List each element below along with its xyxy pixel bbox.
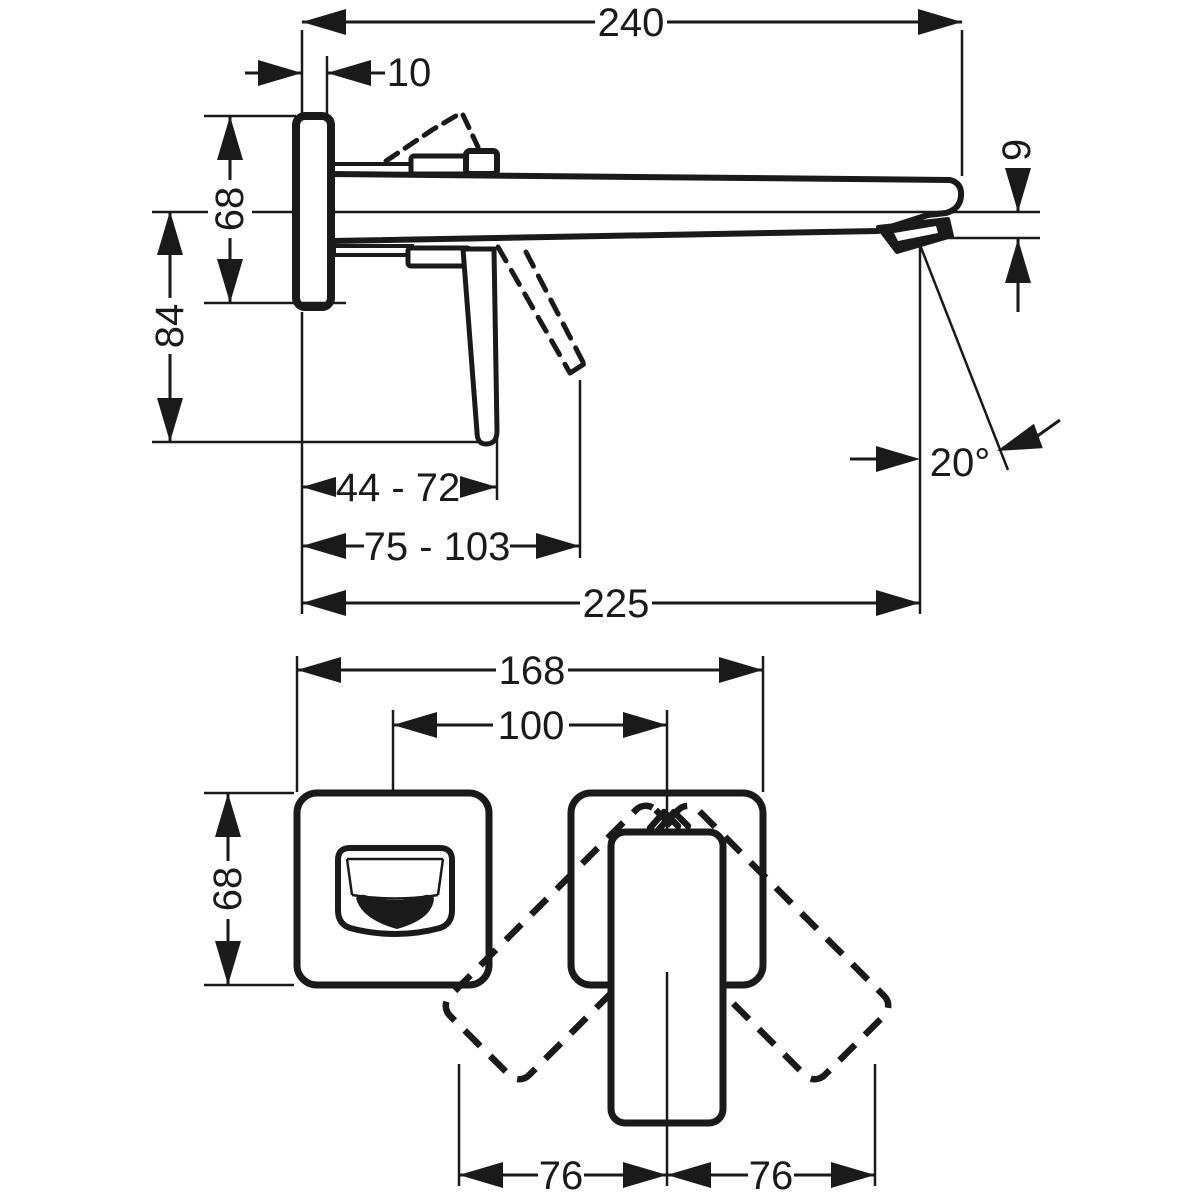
dim-outlet-reach-label: 225	[583, 582, 650, 626]
front-view-dimensions: 168 100 68	[204, 649, 877, 1198]
lever-side-open-dashed	[495, 244, 587, 376]
dim-spout-length: 240	[300, 1, 964, 176]
dim-swing-right-label: 76	[749, 1154, 794, 1198]
dim-spray-angle: 20°	[850, 244, 1061, 614]
lever-side-raised-dashed	[383, 111, 481, 164]
underbody-strip	[332, 244, 414, 257]
spout-front-detail	[335, 845, 455, 937]
dim-handle-swing: 76 76	[457, 1064, 877, 1198]
dim-plate-height: 68	[204, 114, 346, 305]
dim-below-outlet: 84	[148, 211, 481, 444]
dim-plate-thickness-label: 10	[387, 51, 432, 95]
dim-swing-left-label: 76	[539, 1154, 584, 1198]
dim-front-overall-width-label: 168	[499, 649, 566, 693]
dim-front-center-distance: 100	[391, 704, 667, 792]
spout-side-body	[329, 171, 965, 244]
lever-side-closed	[460, 246, 500, 447]
dim-plate-height-label: 68	[208, 187, 252, 232]
lever-pivot-block	[463, 148, 500, 177]
dim-lever-reach-open: 75 - 103	[302, 380, 582, 569]
brand-logo-mark	[646, 808, 692, 832]
side-view	[152, 111, 1040, 447]
spout-mouth-opening	[356, 894, 434, 929]
dim-front-center-distance-label: 100	[498, 704, 565, 748]
dim-outlet-height: 9	[948, 132, 1040, 312]
dim-lever-reach-closed-label: 44 - 72	[336, 466, 461, 510]
dim-lever-reach-open-label: 75 - 103	[364, 525, 511, 569]
dim-below-outlet-label: 84	[148, 304, 192, 349]
aerator-slit	[894, 226, 938, 241]
dim-outlet-height-label: 9	[995, 139, 1039, 161]
dim-lever-reach-closed: 44 - 72	[302, 428, 499, 510]
spout-top-tab	[408, 153, 470, 177]
dim-spray-angle-label: 20°	[930, 441, 991, 485]
wall-plate-side	[292, 112, 335, 311]
front-view	[293, 710, 892, 1186]
dim-front-plate-height: 68	[204, 791, 294, 987]
dim-outlet-reach: 225	[300, 312, 920, 626]
dim-front-plate-height-label: 68	[206, 867, 250, 912]
dim-front-overall-width: 168	[295, 649, 765, 792]
dim-spout-length-label: 240	[598, 1, 665, 45]
side-view-dimensions: 240 10 68 84	[148, 1, 1061, 626]
dim-plate-thickness: 10	[245, 51, 431, 114]
